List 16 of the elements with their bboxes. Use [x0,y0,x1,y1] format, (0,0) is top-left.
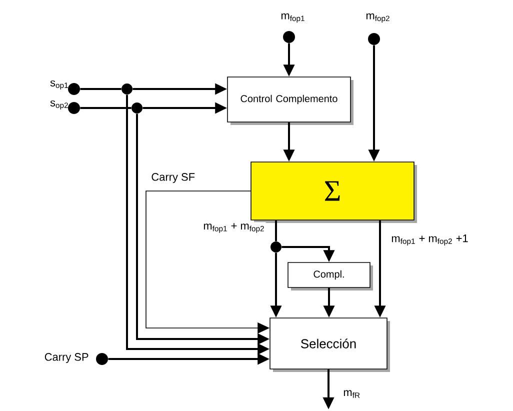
edge-label: m$_{fop1}$ + m$_{fop2}$ [202,222,266,234]
edge-label: m$_{fop1}$ + m$_{fop2}$ +1 [390,234,470,246]
pin-label: Carry SP [44,353,88,363]
pin-label: m$_{fop1}$ [281,13,304,23]
edge-label: Carry SF [150,172,196,184]
process-box: Compl. [288,262,373,290]
process-box: Selección [270,318,390,372]
pin-label: s$_{op1}$ [50,80,68,90]
pin-label: m$_{fop2}$ [366,13,390,23]
sum-block: Σ [250,162,417,223]
pin-label: s$_{op2}$ [50,100,68,110]
junction-dot [270,242,282,252]
junction-dot [132,102,142,114]
process-box: Control Complemento [227,76,354,125]
edge-label: m$_{fR}$ [342,389,362,399]
junction-dot [122,84,132,94]
